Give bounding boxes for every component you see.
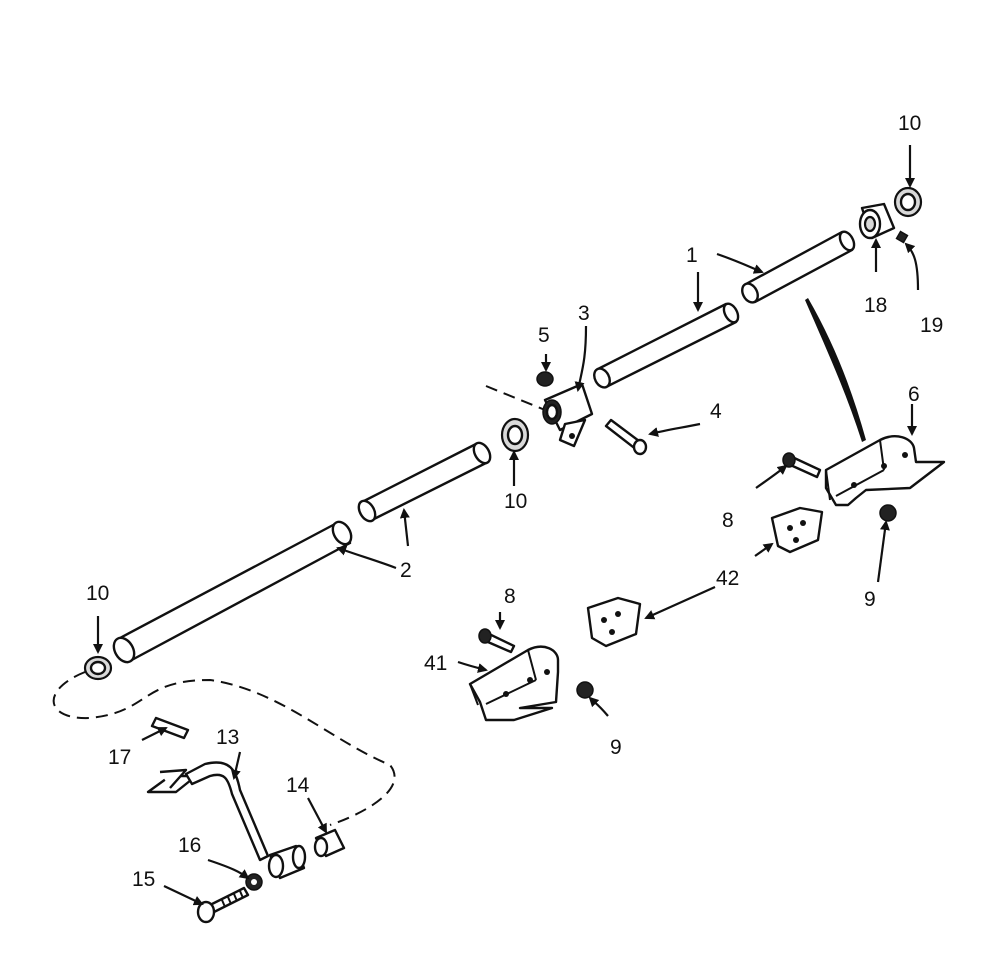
callout-9-right: 9 — [864, 588, 876, 611]
bolt-part-4 — [604, 418, 648, 456]
reference-curve — [805, 298, 866, 442]
callout-18: 18 — [864, 294, 887, 317]
callout-17: 17 — [108, 746, 131, 769]
callout-2: 2 — [400, 559, 412, 582]
shaft-part-1-middle — [593, 302, 740, 389]
bolt-part-8-upper — [782, 452, 822, 479]
short-shaft-part-2 — [357, 441, 492, 523]
nut-part-5 — [536, 371, 554, 387]
nut-part-9-lower — [576, 681, 594, 699]
bracket-part-41 — [468, 645, 560, 722]
nut-part-9-right — [879, 504, 897, 522]
bolt-part-8-lower — [478, 628, 516, 654]
bushing-part-10-center — [500, 417, 530, 453]
alignment-dashed-line-pedal — [52, 671, 396, 826]
set-screw-part-19 — [895, 230, 909, 244]
pedal-lever-part-13 — [146, 761, 307, 880]
bushing-part-10-left — [83, 655, 113, 681]
callout-13: 13 — [216, 726, 239, 749]
lever-hub-part-3 — [542, 382, 594, 448]
callout-14: 14 — [286, 774, 310, 797]
callout-6: 6 — [908, 383, 920, 406]
callout-8-lower: 8 — [504, 585, 516, 608]
callout-1: 1 — [686, 244, 698, 267]
callout-4: 4 — [710, 400, 722, 423]
callout-10-right: 10 — [898, 112, 921, 135]
alignment-dashed-line-center — [485, 385, 546, 411]
washer-part-16 — [245, 873, 263, 891]
bolt-part-15 — [196, 886, 250, 924]
bushing-part-10-right — [893, 186, 923, 218]
cap-part-14 — [313, 828, 346, 858]
long-shaft-part-2 — [112, 520, 353, 664]
callout-41: 41 — [424, 652, 447, 675]
callout-15: 15 — [132, 868, 155, 891]
callout-42: 42 — [716, 567, 739, 590]
callout-16: 16 — [178, 834, 201, 857]
plate-part-42-upper — [770, 506, 824, 554]
shaft-part-1-right — [741, 230, 856, 304]
callout-9-lower: 9 — [610, 736, 622, 759]
leader-arrows — [93, 145, 920, 906]
callout-19: 19 — [920, 314, 943, 337]
callout-5: 5 — [538, 324, 550, 347]
callout-10-left: 10 — [86, 582, 109, 605]
plate-part-42-lower — [586, 596, 642, 648]
callout-10-center: 10 — [504, 490, 527, 513]
collar-part-18 — [858, 202, 896, 240]
callout-3: 3 — [578, 302, 590, 325]
pin-part-17 — [150, 716, 190, 740]
callout-8-upper: 8 — [722, 509, 734, 532]
bracket-part-6 — [824, 435, 946, 507]
